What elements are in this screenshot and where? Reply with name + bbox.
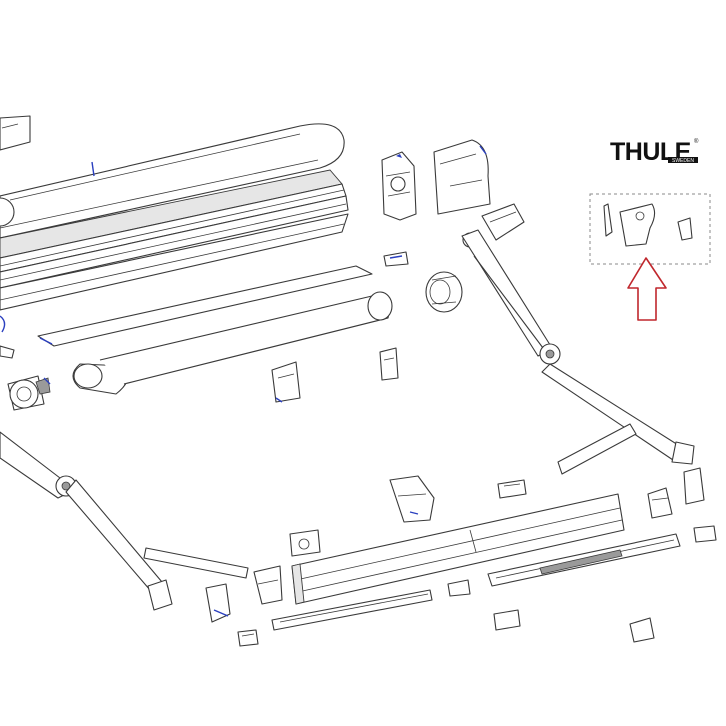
- mid-left-clip: [289, 529, 321, 557]
- lower-mount-bracket: [389, 475, 435, 523]
- tension-rail-right: [487, 533, 681, 587]
- left-bracket-clamp: [0, 315, 15, 359]
- highlighted-parts-box: [589, 193, 711, 265]
- left-clip: [205, 583, 231, 623]
- end-cap-box: [0, 115, 31, 151]
- right-end-cap: [683, 467, 705, 505]
- right-folding-arm: [461, 229, 695, 475]
- center-clip: [379, 347, 399, 381]
- top-small-clip: [383, 251, 409, 267]
- top-gear-housing: [381, 151, 417, 221]
- right-small-clip: [693, 525, 717, 543]
- center-support-bracket: [271, 361, 301, 403]
- bottom-right-cap: [629, 617, 655, 643]
- thule-logo: THULE SWEDEN ®: [610, 138, 699, 166]
- right-end-bracket: [647, 487, 673, 519]
- registered-mark: ®: [694, 138, 699, 145]
- bottom-small-clip-a: [447, 579, 471, 597]
- left-bottom-bracket: [237, 629, 259, 647]
- left-end-gear: [7, 375, 51, 411]
- left-folding-arm: [0, 431, 249, 611]
- fabric-roll: [72, 291, 393, 395]
- front-lead-bar: [291, 493, 625, 605]
- fabric-strip: [37, 265, 373, 347]
- roller-cassette-housing: [0, 123, 349, 311]
- logo-subtext: SWEDEN: [672, 158, 694, 164]
- spring-spool: [425, 271, 463, 313]
- bar-left-bracket: [253, 565, 283, 605]
- bottom-small-clip-b: [493, 609, 521, 631]
- tension-rail-left: [271, 589, 433, 631]
- top-cover-cap: [433, 139, 491, 215]
- red-callout-arrow: [627, 257, 667, 321]
- center-small-clip: [497, 479, 527, 499]
